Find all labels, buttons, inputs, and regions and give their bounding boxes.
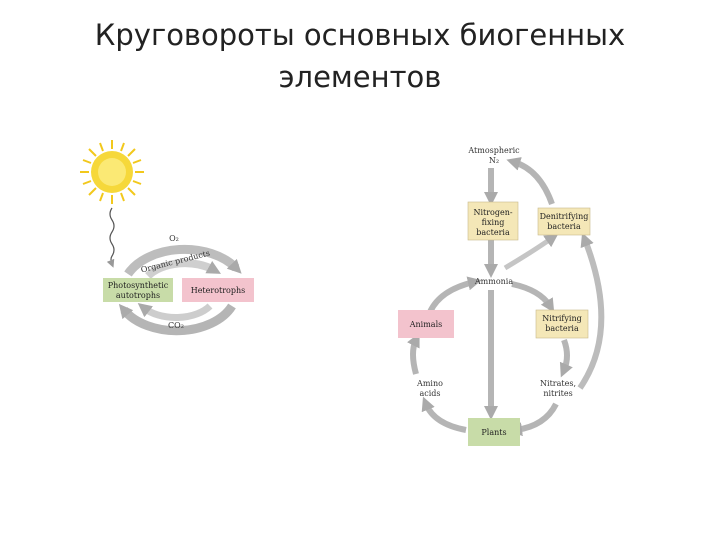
nitrogen-fixing-bacteria-box <box>467 201 519 241</box>
animals-box <box>398 310 454 338</box>
fixing-label-line-1: Nitrogen- <box>473 208 512 217</box>
denitrifying-label-line-1: Denitrifying <box>540 212 589 221</box>
title-line-2: элементов <box>278 60 442 94</box>
amino-to-animals-arrow <box>407 332 420 375</box>
nitrates-to-plants-arrow <box>508 402 559 437</box>
denitrifying-bacteria-box <box>537 207 591 236</box>
amino-acids-label-line-2: acids <box>419 389 440 398</box>
animals-label: Animals <box>409 320 443 329</box>
atmospheric-label-line-1: Atmospheric <box>467 146 520 155</box>
nitrifying-label-line-2: bacteria <box>545 324 579 333</box>
nitrogen-cycle: Atmospheric N₂ Nitrogen- fixing bacteria… <box>398 146 605 446</box>
fixing-label-line-3: bacteria <box>476 228 510 237</box>
o2-label: O₂ <box>169 234 179 243</box>
atmospheric-label-line-2: N₂ <box>489 156 499 165</box>
sunlight-arrow <box>106 207 115 268</box>
amino-acids-label-line-1: Amino <box>416 379 443 388</box>
o2-arrow <box>124 244 242 277</box>
heterotrophs-box <box>182 278 254 302</box>
ammonia-to-nitrifying-arrow <box>511 281 555 313</box>
photosynthetic-label-line-1: Photosynthetic <box>108 281 169 290</box>
photosynthetic-autotrophs-box <box>103 278 173 302</box>
heterotrophs-label: Heterotrophs <box>191 286 246 295</box>
plants-label: Plants <box>481 428 506 437</box>
fixing-to-denitrifying-arrow <box>503 233 559 271</box>
co2-arrow-inner <box>137 303 213 321</box>
plants-to-amino-arrow <box>421 396 467 433</box>
nitrifying-label-line-1: Nitrifying <box>542 314 581 323</box>
fixing-label-line-2: fixing <box>482 218 505 227</box>
co2-label: CO₂ <box>168 321 184 330</box>
ammonia-label: Ammonia <box>474 277 513 286</box>
co2-arrow-outer <box>118 303 236 336</box>
title-line-1: Круговороты основных биогенных <box>94 18 626 52</box>
slide-title: Круговороты основных биогенных элементов <box>0 14 720 98</box>
nitrifying-bacteria-box <box>535 309 589 339</box>
photosynthetic-label-line-2: autotrophs <box>116 291 160 300</box>
animals-to-ammonia-arrow <box>427 276 482 314</box>
denitrifying-label-line-2: bacteria <box>547 222 581 231</box>
nitrates-to-denitrifying-arrow <box>577 232 605 390</box>
nitrates-label-line-1: Nitrates, <box>540 379 576 388</box>
nitrifying-to-nitrates-arrow <box>559 338 573 378</box>
organic-products-arrow <box>145 259 221 279</box>
sun-icon <box>80 140 144 204</box>
denitrifying-to-n2-arrow <box>506 157 555 206</box>
nitrates-label-line-2: nitrites <box>543 389 572 398</box>
plants-box <box>468 418 520 446</box>
carbon-cycle: O₂ Organic products CO₂ Photosynthetic a… <box>80 140 254 336</box>
